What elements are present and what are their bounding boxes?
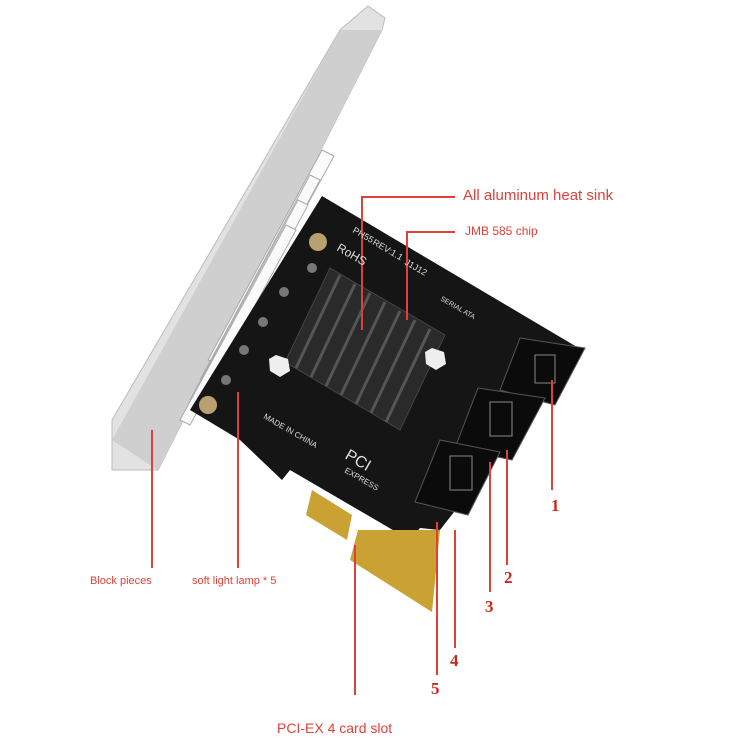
pcie-gold-fingers	[350, 530, 440, 612]
pcie-finger-left	[306, 490, 352, 540]
label-card-slot: PCI-EX 4 card slot	[277, 720, 393, 736]
screw-top	[309, 233, 327, 251]
label-chip: JMB 585 chip	[465, 224, 538, 238]
bracket-vents	[179, 149, 335, 426]
screw-bottom	[199, 396, 217, 414]
bracket-edge	[112, 30, 382, 470]
port-number-2: 2	[504, 568, 513, 587]
sata-ports	[414, 337, 586, 516]
standoff-left	[269, 355, 290, 377]
label-block-pieces: Block pieces	[90, 575, 152, 587]
sata-port-slots	[449, 354, 556, 491]
standoff-right	[425, 348, 446, 370]
label-light-lamp: soft light lamp * 5	[192, 575, 277, 587]
port-number-3: 3	[485, 597, 494, 616]
label-heat-sink: All aluminum heat sink	[463, 187, 614, 204]
port-number-1: 1	[551, 496, 560, 515]
port-number-4: 4	[450, 651, 459, 670]
led-lamps	[221, 263, 317, 385]
port-number-5: 5	[431, 679, 440, 698]
callout-lines	[151, 196, 553, 695]
